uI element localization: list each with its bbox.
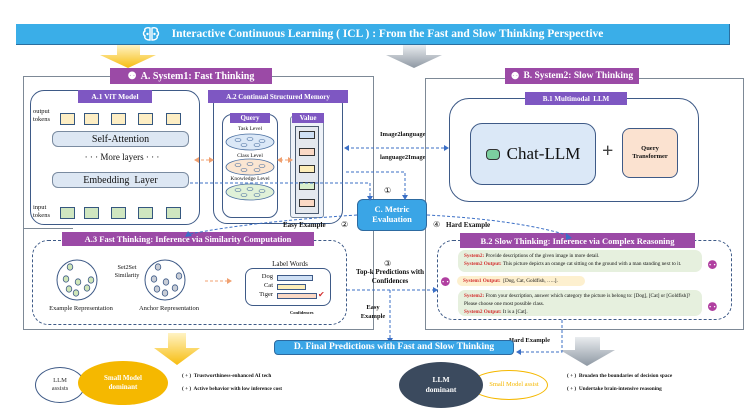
mllm-tag: B.1 Multimodal LLM	[525, 92, 627, 105]
system2-head-icon-1: ⚉	[707, 258, 718, 272]
confidence-bar	[277, 284, 306, 290]
label-words-title: Label Words	[255, 260, 325, 268]
system1-divider	[23, 228, 73, 229]
confidence-bar	[277, 275, 313, 281]
checkmark-icon: ✔	[318, 290, 325, 299]
image2language-label: Image2language	[380, 131, 426, 138]
label-words-box	[245, 268, 331, 306]
chat-llm-label: Chat-LLM	[506, 144, 581, 163]
anchor-representation-label: Anchor Representation	[138, 305, 200, 312]
llm-dominant-ellipse: LLM dominant	[399, 362, 483, 408]
easy-example-label: Easy Example	[283, 221, 326, 229]
set2set-similarity-label: Set2Set Similarity	[114, 264, 140, 280]
input-token	[166, 207, 181, 219]
example-points	[62, 263, 95, 297]
self-attention-layer: Self-Attention	[52, 131, 189, 147]
slow-arrow-top	[386, 45, 442, 68]
output-tokens-label: output tokens	[33, 108, 50, 123]
system2-tag: ⚉ B. System2: Slow Thinking	[505, 68, 639, 84]
hard-example-label-2: Hard Example	[509, 337, 550, 344]
fast-inference-tag: A.3 Fast Thinking: Inference via Similar…	[62, 232, 314, 246]
head-icon: ⚉	[510, 71, 520, 82]
robot-icon	[485, 148, 500, 160]
fast-arrow-bottom	[154, 333, 200, 365]
value-tag: Value	[292, 113, 324, 123]
system2-head-icon-2: ⚉	[707, 300, 718, 314]
anchor-points	[150, 263, 183, 297]
memory-tag: A.2 Continual Structured Memory	[208, 90, 348, 103]
input-tokens-label: input tokens	[33, 204, 50, 219]
value-slot	[299, 148, 315, 156]
chat-bubble-2: System2: From your description, answer w…	[458, 290, 702, 316]
task-level-disk	[225, 133, 275, 151]
input-token	[138, 207, 153, 219]
fast-benefit-2: ( + ) Active behavior with low inference…	[182, 386, 283, 392]
diagram-title: Interactive Continuous Learning ( ICL ) …	[171, 28, 604, 40]
input-token	[111, 207, 126, 219]
system2-panel	[425, 78, 744, 330]
value-slot	[299, 199, 315, 207]
topk-label: Top-k Predictions with Confidences	[355, 268, 425, 286]
query-tag: Query	[230, 113, 270, 123]
query-transformer-box: Query Transformer	[622, 128, 678, 178]
step1-label: ①	[384, 186, 392, 195]
system1-tag: ⚉ A. System1: Fast Thinking	[110, 68, 272, 84]
head-icon: ⚉	[127, 70, 137, 82]
input-token	[84, 207, 99, 219]
output-token	[138, 113, 153, 125]
vit-model-tag: A.1 ViT Model	[78, 90, 152, 103]
hard-example-label: Hard Example	[446, 221, 491, 229]
label-word: Dog	[261, 273, 273, 280]
knowledge-level-label: Knowledge Level	[230, 176, 270, 182]
slow-benefit-2: ( + ) Undertake brain-intensive reasonin…	[567, 386, 662, 392]
final-predictions-box: D. Final Predictions with Fast and Slow …	[274, 340, 514, 355]
task-level-label: Task Level	[237, 126, 263, 132]
title-bar: Interactive Continuous Learning ( ICL ) …	[16, 24, 730, 45]
class-level-label: Class Level	[237, 153, 263, 159]
brain-icon	[142, 27, 159, 41]
embedding-layer: Embedding Layer	[52, 172, 189, 188]
fast-benefit-1: ( + ) Trustworthiness-enhanced AI tech	[182, 373, 272, 379]
step4-label: ④	[433, 220, 441, 229]
confidence-bar	[277, 293, 317, 299]
label-word: Cat	[263, 282, 273, 289]
input-token	[60, 207, 75, 219]
small-model-dominant-ellipse: Small Model dominant	[78, 361, 168, 405]
class-level-disk	[225, 158, 275, 176]
plus-sign: +	[602, 140, 614, 162]
chat-bubble-1: System2: Provide descriptions of the giv…	[458, 250, 702, 272]
slow-benefit-1: ( + ) Broaden the boundaries of decision…	[567, 373, 673, 379]
system1-head-icon: ⚉	[440, 275, 451, 289]
output-token	[111, 113, 126, 125]
value-slot	[299, 165, 315, 173]
more-layers-label: · · · More layers · · ·	[84, 152, 160, 162]
slow-arrow-bottom	[560, 337, 615, 366]
confidences-label: Confidences	[290, 310, 314, 315]
step2-label: ②	[341, 220, 349, 229]
query-transformer-label: Query Transformer	[632, 144, 668, 160]
output-token	[84, 113, 99, 125]
output-token	[60, 113, 75, 125]
slow-inference-tag: B.2 Slow Thinking: Inference via Complex…	[460, 233, 695, 248]
step3-label: ③	[384, 259, 392, 268]
language2image-label: language2Image	[380, 154, 426, 161]
metric-evaluation-box: C. Metric Evaluation	[357, 199, 427, 231]
chat-llm-box: Chat-LLM	[470, 123, 596, 185]
example-representation-label: Example Representation	[49, 305, 113, 312]
easy-example-label-2: Easy Example	[360, 304, 386, 320]
label-word: Tiger	[259, 291, 273, 298]
chat-bubble-system1: System1 Output: [Dog, Cat, Goldfish, …..…	[457, 276, 585, 286]
knowledge-level-disk	[225, 183, 275, 201]
value-slot	[299, 131, 315, 139]
fast-arrow-top	[100, 45, 156, 68]
output-token	[166, 113, 181, 125]
